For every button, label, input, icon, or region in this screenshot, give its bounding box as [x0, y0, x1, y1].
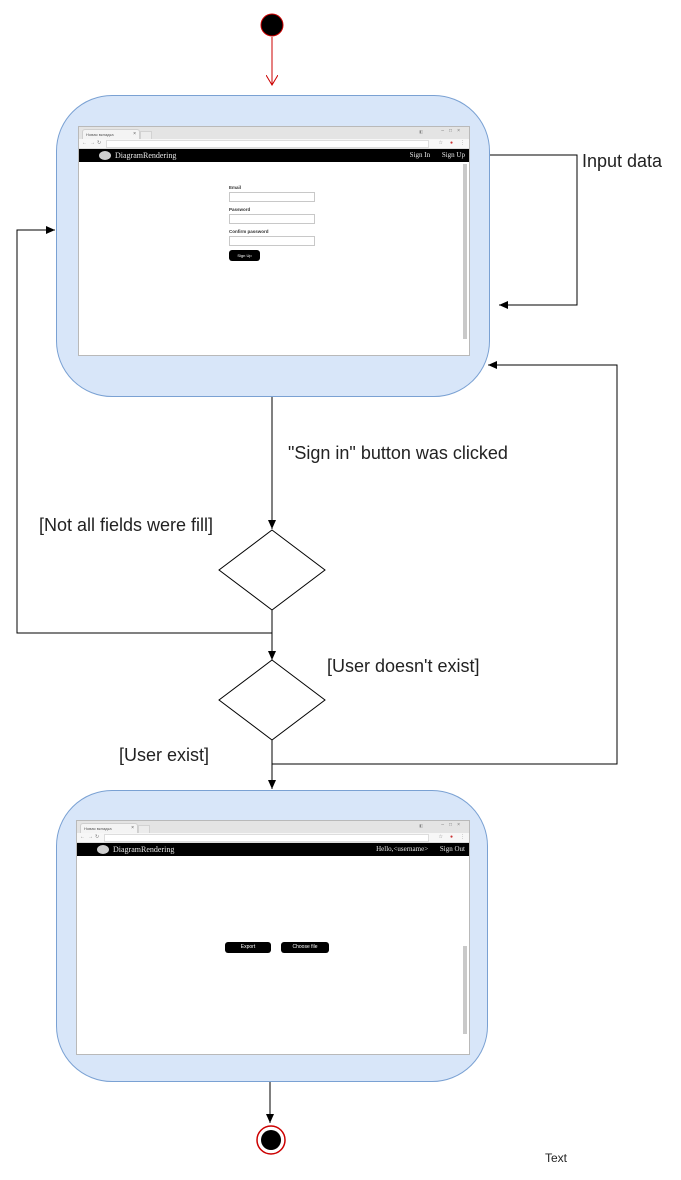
start-node: [260, 13, 284, 37]
label-input-data: Input data: [582, 151, 663, 171]
browser-tab[interactable]: Новая вкладка ×: [82, 129, 140, 139]
logo-icon: [97, 844, 109, 854]
star-icon[interactable]: ☆: [438, 834, 443, 840]
new-tab-button[interactable]: [138, 825, 150, 834]
new-tab-button[interactable]: [140, 131, 152, 140]
password-label: Password: [229, 207, 251, 212]
label-not-all-fields: [Not all fields were fill]: [39, 515, 214, 535]
tab-bar: Новая вкладка × ◧ –□×: [79, 127, 469, 140]
reload-icon[interactable]: ↻: [97, 140, 102, 146]
menu-icon[interactable]: ⋮: [460, 834, 465, 840]
extension-icon[interactable]: ●: [449, 834, 453, 840]
user-not-exist-loop: [271, 361, 618, 765]
email-label: Email: [229, 185, 242, 190]
star-icon[interactable]: ☆: [438, 140, 443, 146]
end-node-core: [261, 1130, 281, 1150]
label-text: Text: [545, 1151, 568, 1165]
not-all-fields-loop: [16, 226, 273, 634]
brand-name: DiagramRendering: [115, 151, 177, 160]
main-content: Export Choose file: [77, 856, 469, 1054]
email-field[interactable]: [229, 192, 315, 202]
logo-icon: [99, 150, 111, 160]
main-browser-window: Новая вкладка × ◧ –□× ← → ↻ ☆ ● ⋮ Diagra…: [76, 820, 470, 1055]
window-controls-icon[interactable]: –□×: [441, 128, 465, 134]
site-navbar: DiagramRendering Sign In Sign Up: [79, 149, 469, 162]
nav-links: Sign In Sign Up: [400, 149, 465, 162]
url-input[interactable]: [104, 834, 429, 842]
signup-state: Новая вкладка × ◧ –□× ← → ↻ ☆ ● ⋮ Diagra…: [56, 95, 490, 397]
address-bar: ← → ↻ ☆ ● ⋮: [79, 139, 469, 149]
signup-content: Email Password Confirm password Sign Up: [79, 162, 469, 355]
sign-out-link[interactable]: Sign Out: [439, 845, 465, 853]
menu-icon[interactable]: ⋮: [460, 140, 465, 146]
confirm-password-label: Confirm password: [229, 229, 269, 234]
decision-user-exists: [218, 659, 326, 741]
tab-bar: Новая вкладка × ◧ –□×: [77, 821, 469, 834]
window-controls-icon[interactable]: –□×: [441, 822, 465, 828]
reload-icon[interactable]: ↻: [95, 834, 100, 840]
signup-browser-window: Новая вкладка × ◧ –□× ← → ↻ ☆ ● ⋮ Diagra…: [78, 126, 470, 356]
tab-close-icon[interactable]: ×: [131, 825, 134, 831]
nav-links: Hello,<username> Sign Out: [366, 843, 465, 856]
label-user-not-exist: [User doesn't exist]: [327, 656, 480, 676]
greeting-text: Hello,<username>: [376, 845, 429, 853]
signup-button[interactable]: Sign Up: [229, 250, 260, 261]
main-state: Новая вкладка × ◧ –□× ← → ↻ ☆ ● ⋮ Diagra…: [56, 790, 488, 1082]
nav-sign-in-link[interactable]: Sign In: [409, 151, 431, 159]
brand[interactable]: DiagramRendering: [97, 843, 174, 856]
address-bar: ← → ↻ ☆ ● ⋮: [77, 833, 469, 843]
choose-file-button[interactable]: Choose file: [281, 942, 329, 953]
site-navbar: DiagramRendering Hello,<username> Sign O…: [77, 843, 469, 856]
scrollbar[interactable]: [463, 946, 467, 1034]
profile-chip[interactable]: ◧: [419, 823, 423, 828]
tab-title: Новая вкладка: [86, 132, 114, 137]
scrollbar[interactable]: [463, 164, 467, 339]
back-icon[interactable]: ←: [80, 834, 85, 840]
url-input[interactable]: [106, 140, 429, 148]
forward-icon[interactable]: →: [90, 140, 95, 146]
back-icon[interactable]: ←: [82, 140, 87, 146]
tab-close-icon[interactable]: ×: [133, 131, 136, 137]
label-user-exist: [User exist]: [119, 745, 210, 765]
profile-chip[interactable]: ◧: [419, 129, 423, 134]
tab-title: Новая вкладка: [84, 826, 112, 831]
export-button[interactable]: Export: [225, 942, 271, 953]
password-field[interactable]: [229, 214, 315, 224]
forward-icon[interactable]: →: [88, 834, 93, 840]
brand-name: DiagramRendering: [113, 845, 175, 854]
label-sign-in-clicked: "Sign in" button was clicked: [288, 443, 508, 463]
extension-icon[interactable]: ●: [449, 140, 453, 146]
input-data-loop: [490, 154, 578, 309]
brand[interactable]: DiagramRendering: [99, 149, 176, 162]
confirm-password-field[interactable]: [229, 236, 315, 246]
nav-sign-up-link[interactable]: Sign Up: [441, 151, 465, 159]
browser-tab[interactable]: Новая вкладка ×: [80, 823, 138, 833]
decision-fields-filled: [218, 529, 326, 611]
